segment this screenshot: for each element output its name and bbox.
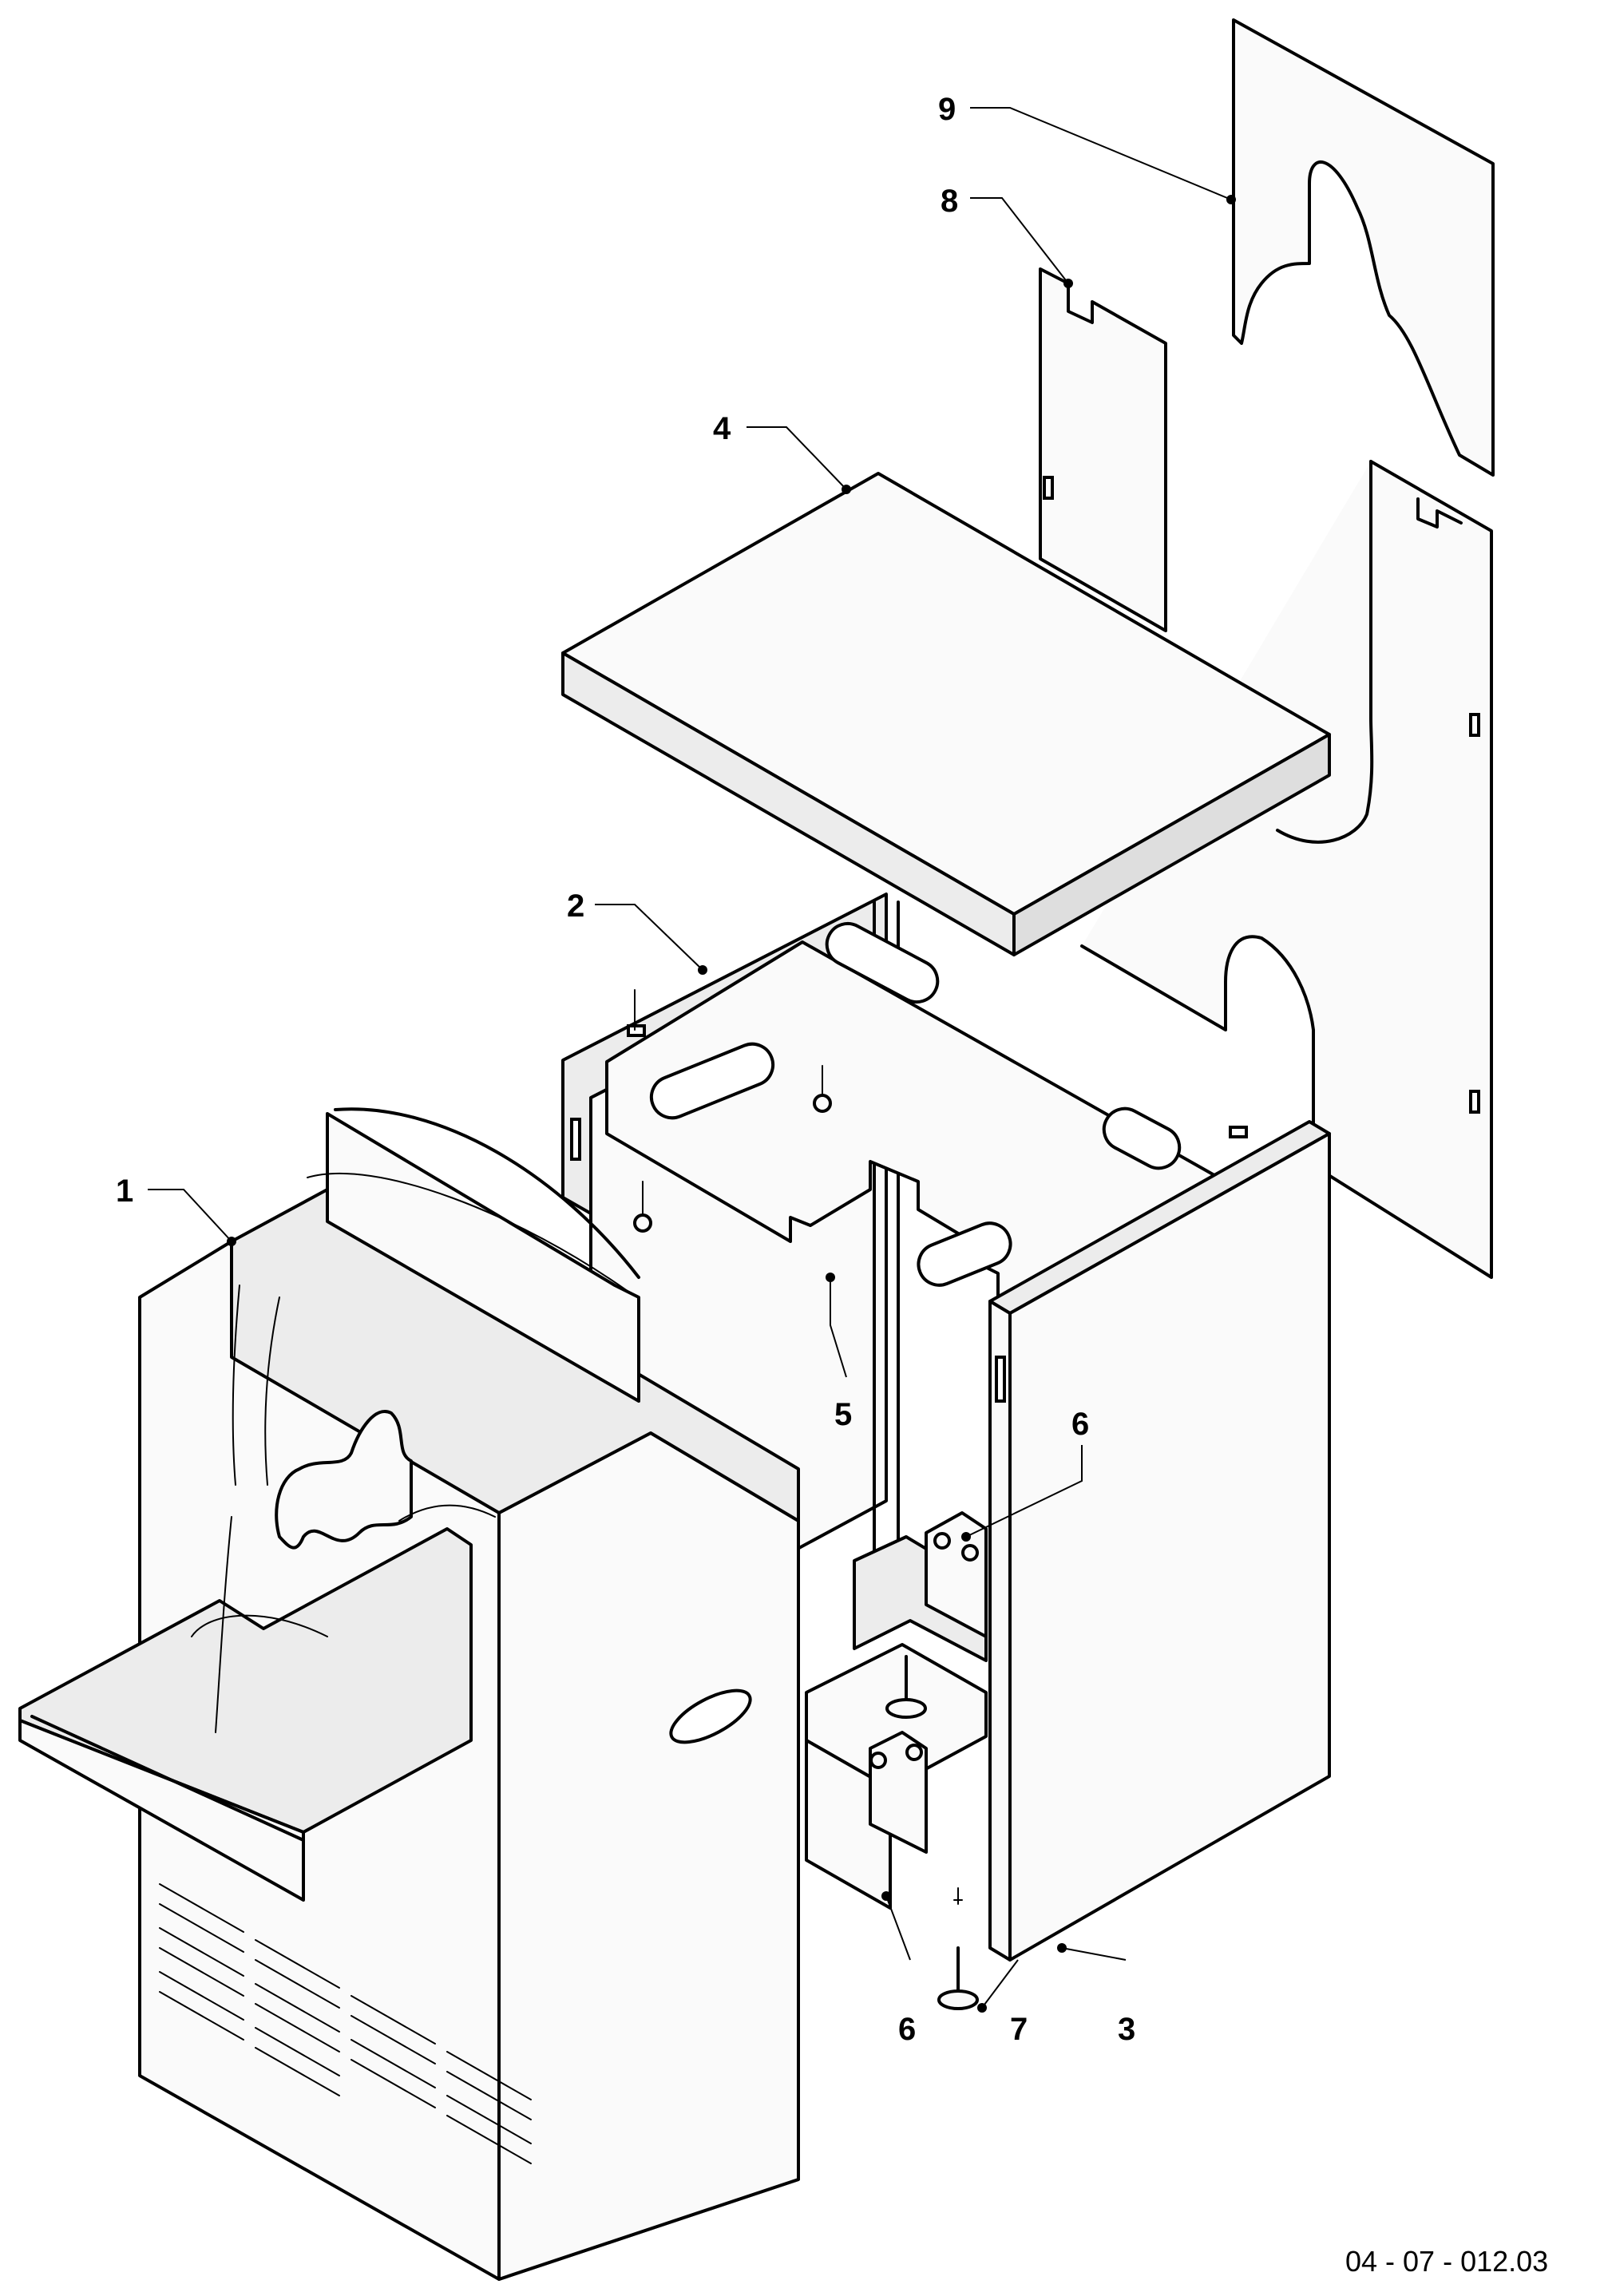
part-3-side-panel <box>988 1120 1331 1961</box>
callout-9: 9 <box>938 92 956 127</box>
callout-labels: 1 2 3 4 5 6 6 7 8 9 <box>116 92 1135 2047</box>
callout-6-lower: 6 <box>898 2012 916 2047</box>
part-2-casing-frame <box>561 893 1248 1662</box>
callout-7: 7 <box>1010 2012 1028 2047</box>
callout-4: 4 <box>713 411 731 446</box>
callout-3: 3 <box>1118 2012 1135 2047</box>
leader-lines <box>148 107 1236 2013</box>
louvre-grille <box>159 1883 532 2164</box>
part-7-leveling-feet <box>885 1655 979 2010</box>
part-1-front-casing <box>18 1107 800 2281</box>
callout-6-upper: 6 <box>1071 1407 1089 1442</box>
part-9-rear-panel <box>1080 18 1495 1279</box>
callout-2: 2 <box>567 889 584 924</box>
drawing-reference-code: 04 - 07 - 012.03 <box>1345 2245 1548 2278</box>
callout-1: 1 <box>116 1174 133 1209</box>
callout-8: 8 <box>941 184 958 219</box>
callout-5: 5 <box>834 1397 852 1432</box>
part-4-top-slab <box>561 472 1331 956</box>
part-8-side-strip <box>1039 267 1167 632</box>
